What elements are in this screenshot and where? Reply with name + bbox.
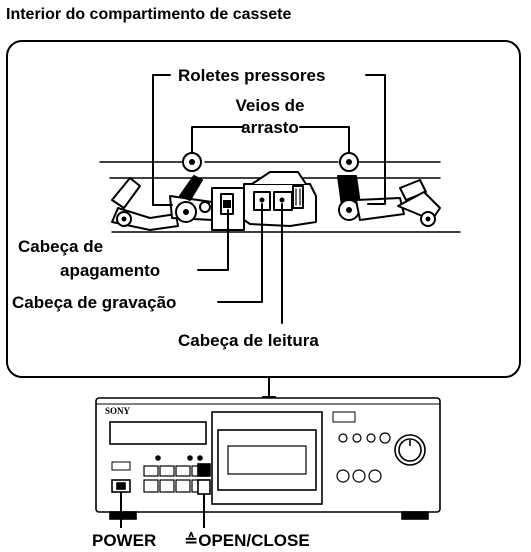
record-head-leader [217, 203, 263, 303]
left-reel-arm [111, 177, 179, 231]
deck-brand-logo: SONY [105, 406, 131, 416]
capstans-label-line2: arrasto [241, 118, 299, 137]
erase-head-label-line1: Cabeça de [18, 237, 104, 256]
right-reel-arm [397, 179, 441, 227]
right-pinch-roller [337, 175, 405, 221]
open-close-label: ≙OPEN/CLOSE [184, 531, 310, 550]
capstans-leaders [191, 126, 350, 153]
left-capstan [182, 152, 202, 172]
record-head-label: Cabeça de gravação [12, 293, 177, 312]
diagram-title: Interior do compartimento de cassete [6, 6, 292, 23]
erase-head-label-line2: apagamento [60, 261, 161, 280]
playback-head-label: Cabeça de leitura [178, 331, 319, 350]
pinch-rollers-leaders [152, 74, 386, 206]
capstans-label-line1: Veios de [235, 96, 305, 115]
left-pinch-roller [169, 175, 215, 223]
power-label: POWER [92, 531, 157, 550]
erase-head-leader [197, 209, 229, 271]
cassette-deck [95, 397, 441, 520]
pinch-rollers-label: Roletes pressores [178, 66, 326, 85]
right-capstan [339, 152, 359, 172]
cassette-compartment-inset [6, 40, 521, 378]
